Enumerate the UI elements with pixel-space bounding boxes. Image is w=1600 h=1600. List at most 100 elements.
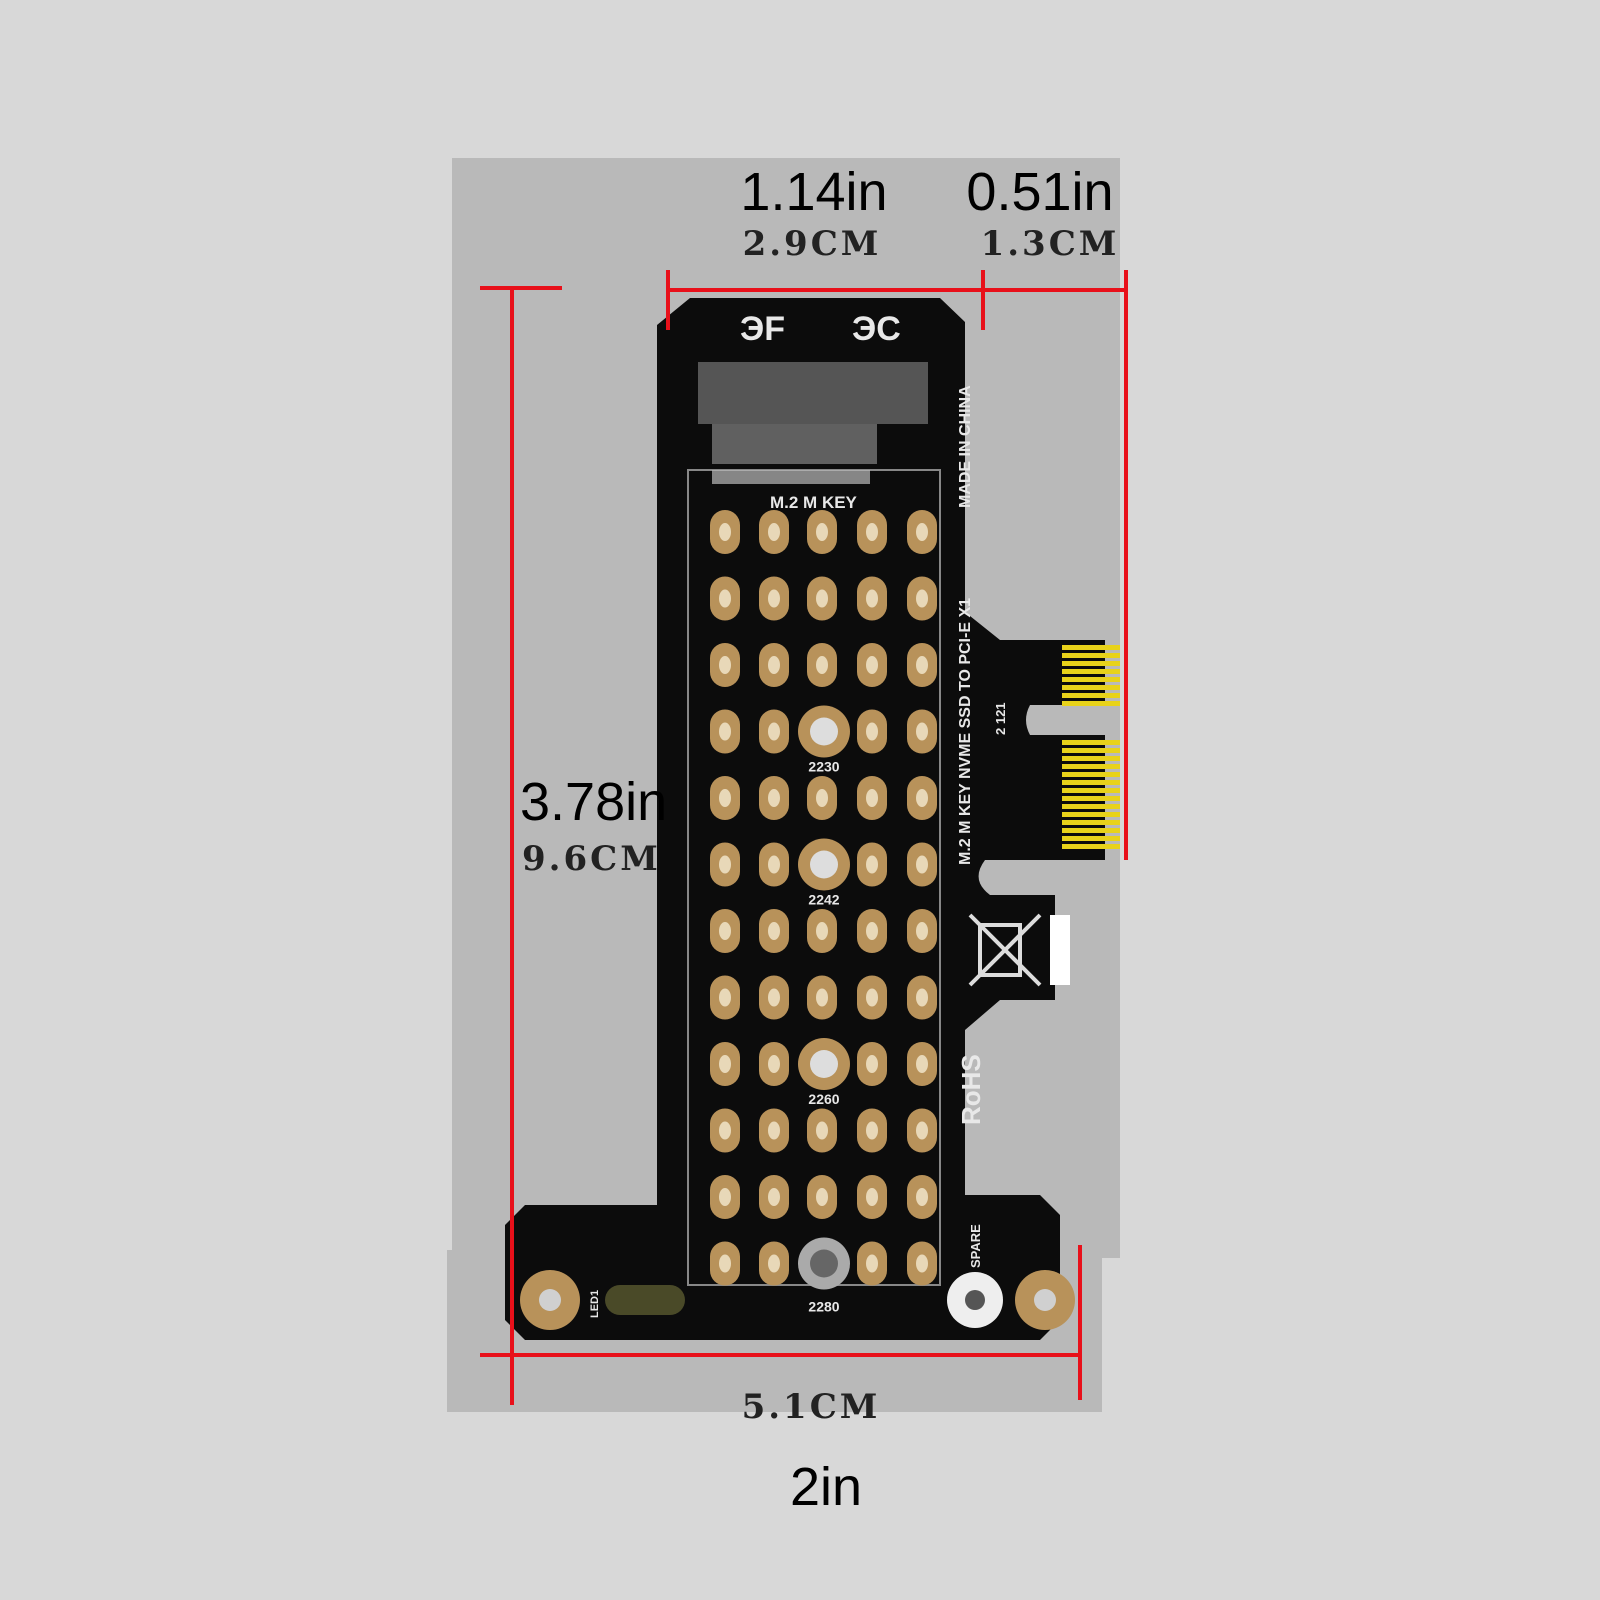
board-vertical-label: M.2 M KEY NVME SSD TO PCI-E X1 bbox=[957, 598, 974, 865]
mounting-pad-hole bbox=[768, 523, 780, 541]
gold-finger bbox=[1062, 844, 1120, 849]
screw-hole-right-center bbox=[1034, 1289, 1056, 1311]
mounting-pad-hole bbox=[768, 988, 780, 1007]
mounting-pad-hole bbox=[768, 789, 780, 807]
mounting-pad-hole bbox=[866, 988, 878, 1007]
mounting-pad-hole bbox=[916, 1121, 928, 1140]
mounting-pad-hole bbox=[768, 1121, 780, 1140]
mounting-pad-hole bbox=[916, 988, 928, 1007]
mounting-pad-hole bbox=[719, 722, 731, 741]
mount-hole-center bbox=[810, 1249, 838, 1278]
mounting-pad-hole bbox=[768, 855, 780, 874]
mount-hole-center bbox=[810, 717, 838, 746]
mounting-pad-hole bbox=[816, 1121, 828, 1140]
gold-finger bbox=[1062, 669, 1120, 674]
led-label: LED1 bbox=[589, 1290, 601, 1318]
mount-size-label: 2280 bbox=[808, 1299, 839, 1315]
ce-logo: ЭC bbox=[852, 310, 901, 348]
mounting-pad-hole bbox=[866, 1121, 878, 1140]
gold-finger bbox=[1062, 796, 1120, 801]
pcie-x1-gold-fingers bbox=[1062, 645, 1120, 849]
weee-bin-icon bbox=[968, 913, 1042, 987]
mounting-pad-hole bbox=[719, 589, 731, 608]
key-label: M.2 M KEY bbox=[770, 493, 858, 512]
weee-bar bbox=[1050, 915, 1070, 985]
gold-finger bbox=[1062, 645, 1120, 650]
mounting-pad-hole bbox=[916, 656, 928, 674]
gold-finger bbox=[1062, 748, 1120, 753]
base-width-cm: 5.1CM bbox=[742, 1387, 881, 1427]
mount-size-label: 2260 bbox=[808, 1091, 839, 1107]
gold-finger bbox=[1062, 740, 1120, 745]
mounting-pad-hole bbox=[719, 855, 731, 874]
mounting-pad-hole bbox=[916, 922, 928, 940]
gold-finger bbox=[1062, 685, 1120, 690]
gold-finger bbox=[1062, 653, 1120, 658]
gold-finger bbox=[1062, 677, 1120, 682]
gold-finger bbox=[1062, 701, 1120, 706]
mounting-pad-hole bbox=[719, 1055, 731, 1073]
made-in-china-label: MADE IN CHINA bbox=[957, 385, 974, 508]
gold-finger bbox=[1062, 756, 1120, 761]
tab-width-cm: 1.3CM bbox=[981, 224, 1120, 264]
mounting-pad-hole bbox=[866, 855, 878, 874]
height-cm: 9.6CM bbox=[522, 839, 661, 879]
mount-size-label: 2230 bbox=[808, 759, 839, 775]
mounting-pad-hole bbox=[816, 988, 828, 1007]
m2-slot-pins bbox=[712, 424, 877, 464]
mounting-pad-grid bbox=[710, 510, 937, 1286]
mounting-pad-hole bbox=[768, 922, 780, 940]
mount-size-label: 2242 bbox=[808, 892, 839, 908]
mount-hole-center bbox=[810, 1050, 838, 1078]
gold-finger bbox=[1062, 788, 1120, 793]
date-code: 2 121 bbox=[993, 702, 1008, 735]
gold-finger bbox=[1062, 828, 1120, 833]
mounting-pad-hole bbox=[719, 988, 731, 1007]
mounting-pad-hole bbox=[816, 656, 828, 674]
mounting-pad-hole bbox=[719, 1121, 731, 1140]
m2-slot-pins-lower bbox=[712, 470, 870, 484]
mounting-pad-hole bbox=[916, 722, 928, 741]
gold-finger bbox=[1062, 772, 1120, 777]
mounting-pad-hole bbox=[916, 1055, 928, 1073]
mounting-pad-hole bbox=[768, 1254, 780, 1273]
mounting-pad-hole bbox=[916, 1188, 928, 1206]
pcb-board bbox=[505, 298, 1105, 1340]
mounting-pad-hole bbox=[916, 855, 928, 874]
mounting-pad-hole bbox=[866, 1188, 878, 1206]
gold-finger bbox=[1062, 661, 1120, 666]
gold-finger bbox=[1062, 693, 1120, 698]
height-inches: 3.78in bbox=[520, 772, 667, 832]
dimension-lines bbox=[480, 270, 1128, 1405]
mounting-pad-hole bbox=[816, 922, 828, 940]
mounting-pad-hole bbox=[816, 1188, 828, 1206]
mounting-holes: 2230 2242 2260 2280 bbox=[798, 705, 850, 1315]
gold-finger bbox=[1062, 820, 1120, 825]
mounting-pad-hole bbox=[719, 1254, 731, 1273]
led-pad bbox=[605, 1285, 685, 1315]
mounting-pad-hole bbox=[916, 589, 928, 608]
mounting-pad-hole bbox=[866, 589, 878, 608]
top-width-cm: 2.9CM bbox=[743, 224, 882, 264]
fcc-logo: ЭF bbox=[740, 310, 785, 348]
mounting-pad-hole bbox=[768, 656, 780, 674]
mounting-pad-hole bbox=[916, 523, 928, 541]
gold-finger bbox=[1062, 804, 1120, 809]
mounting-pad-hole bbox=[916, 789, 928, 807]
mounting-pad-hole bbox=[768, 1188, 780, 1206]
top-width-inches: 1.14in bbox=[740, 162, 887, 222]
mounting-pad-hole bbox=[866, 722, 878, 741]
mounting-pad-hole bbox=[866, 922, 878, 940]
mounting-pad-hole bbox=[719, 656, 731, 674]
mounting-pad-hole bbox=[719, 1188, 731, 1206]
gold-finger bbox=[1062, 764, 1120, 769]
mounting-pad-hole bbox=[768, 1055, 780, 1073]
mount-hole-center bbox=[810, 850, 838, 879]
m2-slot-connector bbox=[698, 362, 928, 424]
mounting-pad-hole bbox=[866, 1254, 878, 1273]
mounting-pad-hole bbox=[816, 523, 828, 541]
screw-hole-left-center bbox=[539, 1289, 561, 1311]
gold-finger bbox=[1062, 836, 1120, 841]
